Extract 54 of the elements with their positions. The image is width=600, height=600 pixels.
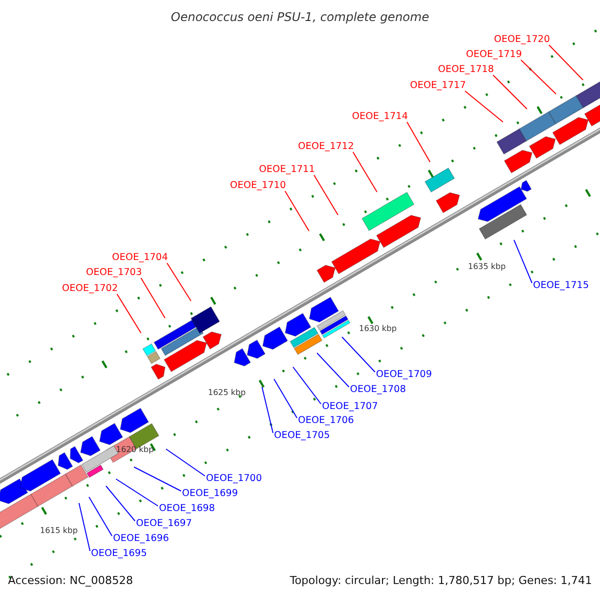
leader-line [116,294,142,334]
scale-label: 1615 kbp [40,526,78,536]
gene-label: OEOE_1709 [376,369,432,381]
gene-label: OEOE_1718 [438,64,494,76]
leader-line [140,278,166,318]
leader-line [134,466,182,492]
scale-label: 1625 kbp [208,388,246,398]
genome-info-text: Topology: circular; Length: 1,780,517 bp; Genes: 1,741 [290,574,592,588]
gene-label: OEOE_1708 [350,384,406,396]
leader-line [116,478,158,506]
leader-line [88,496,112,536]
gene-label: OEOE_1700 [206,473,262,485]
scale-label: 1630 kbp [359,324,397,334]
leader-line [284,190,310,232]
gene-label: OEOE_1695 [91,548,147,560]
leader-line [342,336,376,372]
leader-line [352,152,378,192]
leader-line [548,44,584,80]
leader-line [492,74,528,110]
leader-line [520,60,556,94]
gene-label: OEOE_1707 [322,401,378,413]
leader-line [464,90,504,122]
gene-label: OEOE_1706 [298,415,354,427]
gene-label: OEOE_1710 [230,180,286,192]
gene-label: OEOE_1714 [352,111,408,123]
gene-label: OEOE_1715 [533,280,589,292]
gene-label: OEOE_1719 [466,49,522,61]
leader-line [262,386,274,434]
scale-label: 1620 kbp [116,445,154,455]
title: Oenococcus oeni PSU-1, complete genome [170,10,430,24]
gene-label: OEOE_1698 [159,503,215,515]
gene-label: OEOE_1717 [410,80,466,92]
accession-text: Accession: NC_008528 [8,574,134,588]
gene-label: OEOE_1720 [494,34,550,46]
leader-line [274,378,298,418]
gene-label: OEOE_1704 [112,252,168,264]
gene-label: OEOE_1712 [298,141,354,153]
gene-label: OEOE_1696 [113,533,169,545]
leader-line [314,174,338,216]
gene-label: OEOE_1705 [274,430,330,442]
leader-line [166,448,206,476]
gene-label: OEOE_1711 [259,164,315,176]
leader-line [316,352,350,388]
leader-line [292,366,322,404]
scale-label: 1635 kbp [468,262,506,272]
leader-line [514,240,532,284]
leader-line [78,502,90,552]
leader-line [106,486,136,522]
leader-line [406,122,430,162]
gene-label: OEOE_1703 [86,267,142,279]
gene-label: OEOE_1697 [136,518,192,530]
gene-label: OEOE_1699 [182,488,238,500]
leader-line [166,262,192,302]
gene-label: OEOE_1702 [62,283,118,295]
